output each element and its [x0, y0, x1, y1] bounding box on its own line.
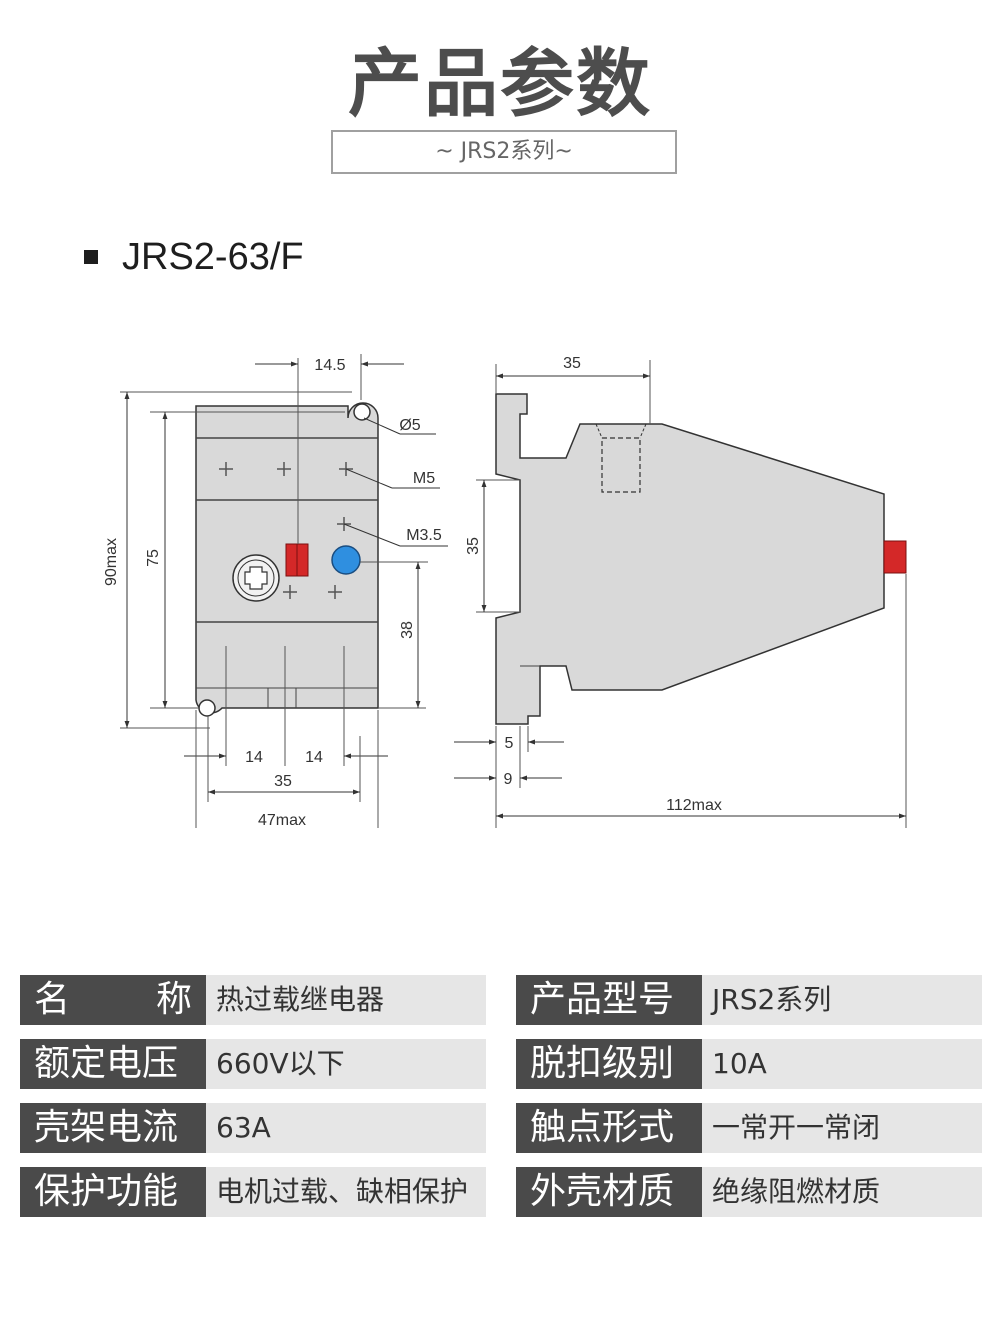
- dim-5: 5: [505, 735, 514, 752]
- spec-value: 电机过载、缺相保护: [206, 1167, 486, 1217]
- page-title: 产品参数: [348, 41, 652, 127]
- terminal-plus-icon: [277, 462, 291, 476]
- spec-label: 产品型号: [516, 975, 702, 1025]
- spec-value: 63A: [206, 1103, 486, 1153]
- spec-value: JRS2系列: [702, 975, 982, 1025]
- spec-value: 一常开一常闭: [702, 1103, 982, 1153]
- spec-value: 660V以下: [206, 1039, 486, 1089]
- spec-label: 触点形式: [516, 1103, 702, 1153]
- mount-hole-bottom-icon: [198, 699, 216, 717]
- terminal-plus-icon: [283, 585, 297, 599]
- spec-label: 额定电压: [20, 1039, 206, 1089]
- spec-label: 壳架电流: [20, 1103, 206, 1153]
- spec-label: 保护功能: [20, 1167, 206, 1217]
- series-subtitle: ~ JRS2系列~: [331, 130, 677, 174]
- bullet-square-icon: [84, 250, 98, 264]
- dim-35-side-rail: 35: [465, 537, 482, 555]
- dim-112max: 112max: [666, 797, 722, 814]
- side-body: [495, 393, 885, 725]
- label-hole-diameter: Ø5: [399, 417, 420, 434]
- label-screw-m5: M5: [413, 470, 435, 487]
- spec-label: 名 称: [20, 975, 206, 1025]
- dim-pitch-right: 14: [305, 749, 323, 766]
- dial-cross-icon: [244, 566, 268, 590]
- red-reset-button-side: [883, 540, 907, 574]
- dim-75: 75: [145, 549, 162, 567]
- dim-35-side-top: 35: [563, 355, 581, 372]
- dim-47max: 47max: [258, 812, 306, 829]
- spec-value: 绝缘阻燃材质: [702, 1167, 982, 1217]
- dim-14-5: 14.5: [314, 357, 345, 374]
- side-view: 35 35 5 9 112max: [454, 355, 907, 828]
- dim-9: 9: [504, 771, 513, 788]
- label-screw-m3-5: M3.5: [406, 527, 442, 544]
- dim-35-front: 35: [274, 773, 292, 790]
- dim-38: 38: [399, 621, 416, 639]
- model-name: JRS2-63/F: [122, 236, 304, 278]
- spec-value: 10A: [702, 1039, 982, 1089]
- front-view: 14.5 Ø5 M5 M3.5 90max 75 38 14 14 35: [103, 354, 448, 829]
- terminal-plus-icon: [328, 585, 342, 599]
- blue-test-knob: [331, 545, 361, 575]
- spec-label: 外壳材质: [516, 1167, 702, 1217]
- dimension-drawing: 14.5 Ø5 M5 M3.5 90max 75 38 14 14 35: [103, 354, 907, 829]
- dim-pitch-left: 14: [245, 749, 263, 766]
- terminal-plus-icon: [219, 462, 233, 476]
- spec-value: 热过载继电器: [206, 975, 486, 1025]
- aux-contact-dashed: [601, 437, 641, 493]
- mount-hole-top-icon: [353, 403, 371, 421]
- spec-label: 脱扣级别: [516, 1039, 702, 1089]
- dim-90max: 90max: [103, 538, 120, 586]
